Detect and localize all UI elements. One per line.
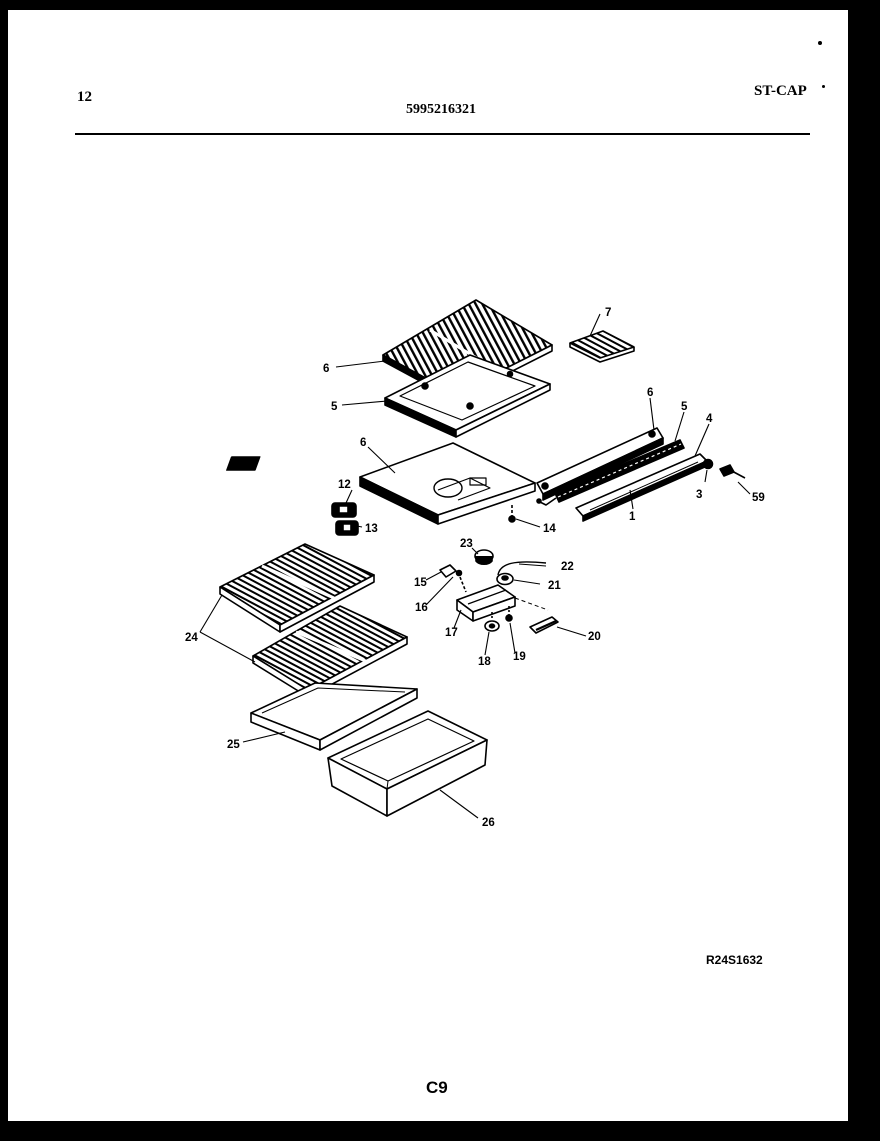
fastener-part-59	[719, 464, 746, 479]
label-6-rail: 6	[647, 387, 653, 399]
label-4: 4	[706, 413, 713, 425]
label-16: 16	[415, 602, 428, 614]
screw-part-14	[508, 505, 516, 523]
label-15: 15	[414, 577, 427, 589]
label-1: 1	[629, 511, 636, 523]
sensor-part-15	[439, 564, 467, 593]
label-20: 20	[588, 631, 601, 643]
page-label: C9	[426, 1078, 448, 1097]
label-17: 17	[445, 627, 458, 639]
label-13: 13	[365, 523, 378, 535]
clip-part-12	[331, 502, 357, 518]
part-labels: 7 6 5 6 6 5 4 3 59 1 12 13 14 23 22 15 2…	[185, 307, 765, 829]
label-22: 22	[561, 561, 574, 573]
clip-part-13	[335, 520, 359, 536]
heater-part-5	[536, 439, 685, 506]
crisper-cover-part-25	[250, 682, 418, 751]
label-14: 14	[543, 523, 556, 535]
knob-part-23	[474, 549, 494, 566]
label-9: 6	[323, 363, 329, 375]
label-19: 19	[513, 651, 526, 663]
label-7: 6	[360, 437, 366, 449]
wire-shelf-part-24-lower	[252, 605, 408, 698]
wire-shelf-part-24-upper	[219, 543, 375, 633]
label-18: 18	[478, 656, 491, 668]
label-24: 24	[185, 632, 198, 644]
label-10: 7	[605, 307, 611, 319]
grille-part-10	[569, 330, 635, 363]
label-5: 5	[681, 401, 688, 413]
label-59: 59	[752, 492, 765, 504]
label-6-upper: 5	[331, 401, 338, 413]
parts-sheet: 12 5995216321 ST-CAP R24S1632 C9	[8, 10, 848, 1121]
label-26: 26	[482, 817, 495, 829]
crisper-drawer-part-26	[327, 710, 488, 817]
bolt-part-3	[702, 458, 714, 470]
scan-speck	[818, 41, 822, 45]
leader-lines	[199, 313, 751, 819]
section-code: ST-CAP	[754, 83, 807, 99]
label-21: 21	[548, 580, 561, 592]
label-25: 25	[227, 739, 240, 751]
switch-part-21	[496, 561, 547, 586]
control-housing-part-17	[456, 584, 516, 622]
tray-part-7	[226, 442, 536, 525]
diagram-code: R24S1632	[706, 953, 763, 967]
label-12: 12	[338, 479, 351, 491]
scan-speck	[822, 85, 825, 88]
model-number: 5995216321	[406, 102, 476, 117]
screw-part-19	[505, 606, 513, 622]
label-3: 3	[696, 489, 702, 501]
label-23: 23	[460, 538, 473, 550]
page-number: 12	[77, 89, 92, 105]
lens-part-20	[514, 597, 559, 634]
washer-part-18	[484, 612, 500, 632]
shelf-frame-part-6	[384, 354, 551, 438]
header-rule	[75, 133, 810, 135]
